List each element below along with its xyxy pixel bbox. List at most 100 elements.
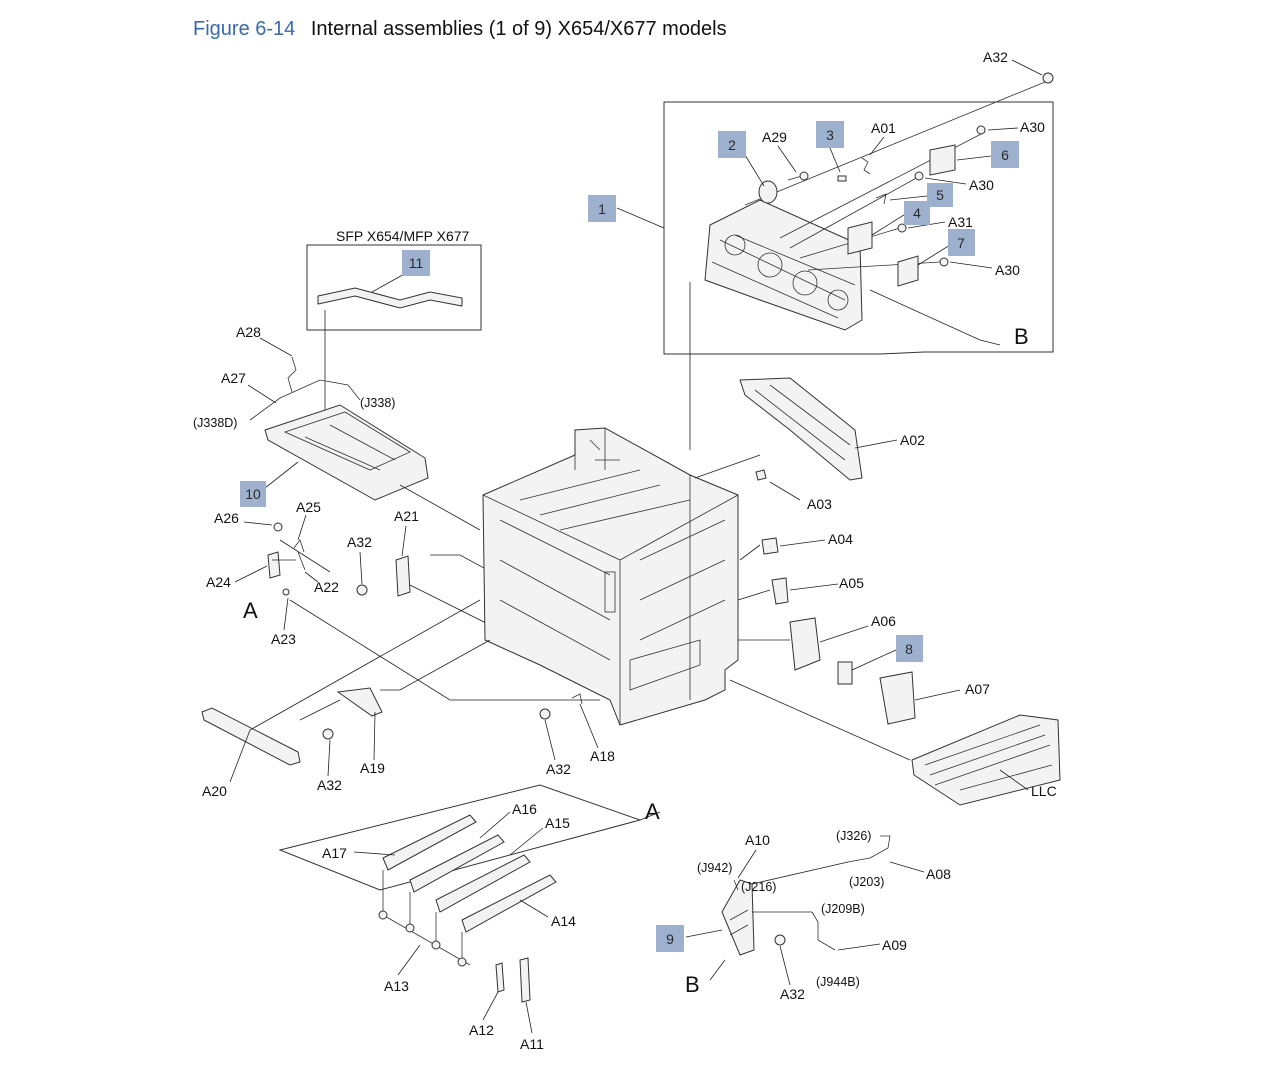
- label-a12: A12: [469, 1022, 494, 1038]
- callout-9-label: 9: [666, 931, 674, 947]
- leader-a32-left: [359, 551, 363, 585]
- rail-a20-icon: [201, 707, 301, 766]
- lever-a11-icon: [519, 957, 531, 1003]
- callout-8: [896, 635, 923, 662]
- label-a02: A02: [900, 432, 925, 448]
- label-j203: (J203): [849, 875, 884, 889]
- leader-a06: [819, 625, 869, 643]
- figure-caption: Internal assemblies (1 of 9) X654/X677 m…: [310, 18, 727, 40]
- label-a32-top: A32: [983, 49, 1008, 65]
- label-a17: A17: [322, 845, 347, 861]
- callout-11-label: 11: [409, 255, 424, 271]
- label-a08: A08: [926, 866, 951, 882]
- label-a25: A25: [296, 499, 321, 515]
- leader-9: [685, 929, 723, 938]
- cable-a09-icon: [811, 911, 836, 951]
- leader-5: [889, 195, 928, 201]
- callout-2-label: 2: [728, 137, 736, 153]
- lever-a12-icon: [495, 962, 505, 993]
- label-a18: A18: [590, 748, 615, 764]
- leader-a10: [737, 849, 757, 879]
- leader-a-bottom: [639, 811, 661, 821]
- label-a20: A20: [202, 783, 227, 799]
- part-a22-icon: [297, 551, 306, 571]
- callout-1-label: 1: [598, 201, 606, 217]
- main-frame-group: [482, 427, 739, 726]
- tray-10-detail: [283, 411, 411, 471]
- leader-a01: [869, 136, 885, 156]
- leader-a14: [519, 899, 549, 918]
- motor-6-icon: [929, 144, 956, 176]
- inset-title: SFP X654/MFP X677: [336, 228, 470, 244]
- bearing-a13-4-icon: [457, 957, 467, 967]
- main-frame-lower-bay: [629, 639, 701, 691]
- leader-a32-top: [1011, 59, 1043, 76]
- drive-assembly-detail: [711, 234, 856, 319]
- drive-assembly-outline: [663, 101, 1054, 355]
- callout-8-label: 8: [905, 641, 913, 657]
- callout-2: [718, 131, 746, 158]
- leader-a30-2: [924, 177, 967, 185]
- ref-b-bottom: B: [685, 972, 700, 997]
- part-a04-icon: [761, 537, 779, 555]
- board-group: [685, 835, 925, 986]
- drive-assembly-body: [704, 199, 863, 331]
- leader-4: [871, 212, 908, 236]
- drive-gear-2: [757, 252, 783, 278]
- callout-6: [991, 141, 1019, 168]
- label-a14: A14: [551, 913, 576, 929]
- label-j216: (J216): [741, 880, 776, 894]
- label-j942: (J942): [697, 861, 732, 875]
- label-a24: A24: [206, 574, 231, 590]
- main-frame-rail: [604, 571, 616, 613]
- screw-a30-1-icon: [976, 125, 986, 135]
- label-a19: A19: [360, 760, 385, 776]
- leader-a27: [247, 384, 277, 404]
- bearing-a13-2-icon: [405, 923, 415, 933]
- label-a11: A11: [520, 1036, 544, 1052]
- leader-8: [851, 649, 897, 671]
- screw-a29-head-icon: [799, 171, 809, 181]
- fuser-llc-icon: [911, 714, 1061, 806]
- figure-title: Figure 6-14 Internal assemblies (1 of 9)…: [193, 18, 727, 41]
- ref-b-top: B: [1014, 324, 1029, 349]
- label-llc: LLC: [1031, 783, 1057, 799]
- leader-a29: [777, 145, 797, 173]
- tray-assembly-group: [247, 337, 481, 531]
- label-a32-mid: A32: [546, 761, 571, 777]
- guides-group: [278, 784, 661, 1034]
- guides-outline: [278, 784, 642, 891]
- leader-10: [264, 461, 299, 489]
- leader-a28: [259, 337, 293, 357]
- part-labels: SFP X654/MFP X677 A32 A30 A01 A29 A30 A3…: [193, 49, 1057, 1052]
- callout-10-label: 10: [245, 486, 261, 502]
- right-side-parts: [694, 377, 1061, 806]
- leader-a32-mid: [544, 719, 556, 761]
- label-a23: A23: [271, 631, 296, 647]
- lower-left-parts: [201, 599, 599, 783]
- callout-1: [588, 195, 616, 222]
- callout-3-label: 3: [826, 127, 834, 143]
- label-a32-board: A32: [780, 986, 805, 1002]
- label-j944b: (J944B): [816, 975, 860, 989]
- board-9-detail: [729, 909, 749, 936]
- part-a24-icon: [267, 551, 281, 579]
- coupling-icon: [758, 180, 778, 204]
- part-a06-icon: [789, 617, 821, 671]
- figure-number: Figure 6-14: [193, 18, 296, 40]
- cable-inset-outline: [306, 244, 482, 331]
- drive-axis-lines: [779, 131, 986, 271]
- callout-3: [816, 121, 844, 148]
- leader-2: [744, 154, 765, 187]
- flat-cable-11-icon: [317, 287, 463, 309]
- screw-a32-top-icon: [1042, 72, 1054, 84]
- label-a29: A29: [762, 129, 787, 145]
- screw-a30-2-icon: [914, 171, 924, 181]
- bearing-a13-1-icon: [378, 910, 388, 920]
- wire-a28-icon: [287, 356, 297, 393]
- label-a01: A01: [871, 120, 896, 136]
- leader-a26: [243, 521, 273, 526]
- drive-gear-1: [724, 234, 746, 256]
- label-a06: A06: [871, 613, 896, 629]
